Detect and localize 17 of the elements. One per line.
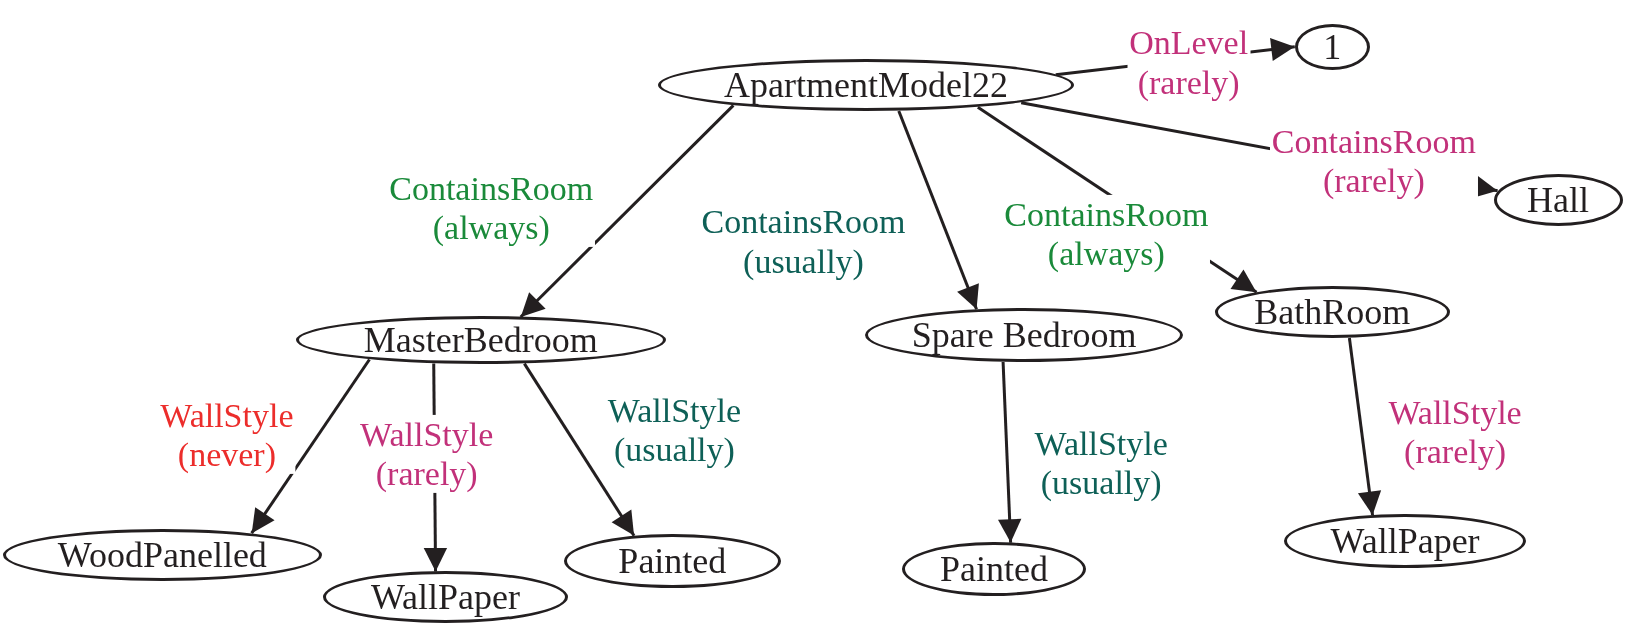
node-label: Spare Bedroom (911, 314, 1137, 357)
node-label: BathRoom (1254, 291, 1411, 334)
edge-label: WallStyle (rarely) (358, 414, 496, 493)
node-label: 1 (1323, 25, 1342, 68)
arrow (998, 361, 1022, 543)
node-label: Painted (618, 540, 727, 582)
node-label: Hall (1527, 178, 1590, 221)
node-label: WallPaper (370, 576, 520, 619)
node-label: WallPaper (1330, 520, 1480, 563)
arrow (1347, 337, 1382, 516)
node-label: MasterBedroom (363, 319, 598, 362)
node-label: WoodPanelled (57, 533, 267, 576)
edge-label: ContainsRoom (always) (1002, 195, 1211, 274)
arrow (897, 110, 979, 310)
node-label: Painted (939, 548, 1048, 591)
node-label: ApartmentModel22 (723, 64, 1008, 107)
arrow (250, 358, 371, 535)
